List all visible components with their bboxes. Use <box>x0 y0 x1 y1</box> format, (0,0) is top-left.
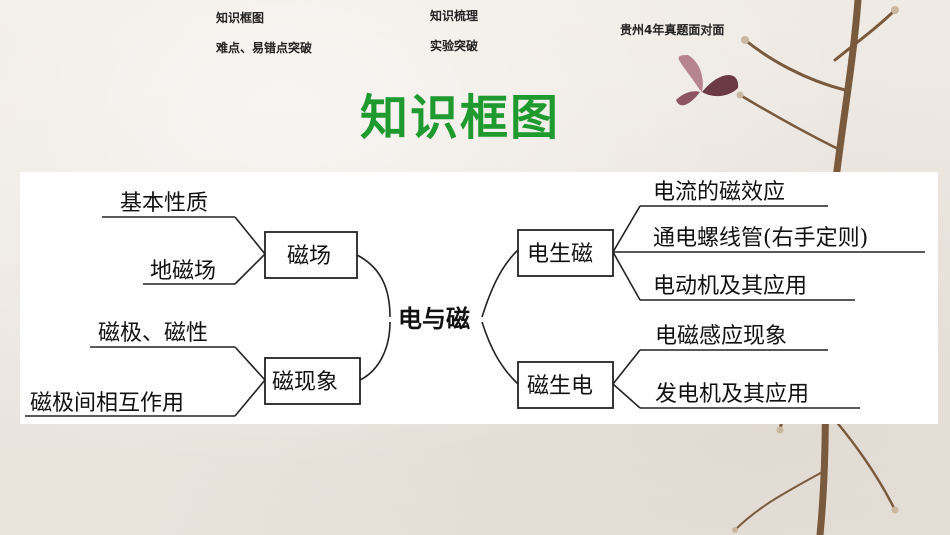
node-magnetic-phenomena <box>264 357 361 405</box>
nav-link-knowledge-framework[interactable]: 知识框图 <box>216 11 265 25</box>
node-magnetism-produces-current <box>517 361 614 409</box>
nav-link-past-exams[interactable]: 贵州4年真题面对面 <box>620 23 725 37</box>
item-basic-property: 基本性质 <box>120 191 208 216</box>
item-earth-magnetic-field: 地磁场 <box>150 259 216 284</box>
label-current-magnetism: 电生磁 <box>527 242 593 267</box>
butterfly-icon <box>676 55 739 106</box>
item-solenoid-right-hand-rule: 通电螺线管(右手定则) <box>653 226 868 251</box>
page-title: 知识框图 <box>360 90 561 146</box>
item-motor-application: 电动机及其应用 <box>653 274 807 299</box>
center-electricity-magnetism: 电与磁 <box>398 305 470 333</box>
item-poles-magnetism: 磁极、磁性 <box>98 321 208 346</box>
label-magnetic-field: 磁场 <box>287 244 331 269</box>
item-generator-application: 发电机及其应用 <box>655 382 809 407</box>
nav-link-knowledge-review[interactable]: 知识梳理 <box>430 9 479 23</box>
nav-link-experiment-breakthrough[interactable]: 实验突破 <box>430 39 479 53</box>
item-magnetic-effect-of-current: 电流的磁效应 <box>653 180 785 205</box>
nav-link-difficulty-breakthrough[interactable]: 难点、易错点突破 <box>216 41 313 55</box>
label-magnetism-current: 磁生电 <box>527 374 593 399</box>
item-pole-interaction: 磁极间相互作用 <box>30 391 184 416</box>
knowledge-diagram: 基本性质 地磁场 磁极、磁性 磁极间相互作用 磁场 磁现象 电与磁 电生磁 磁生… <box>20 172 938 424</box>
diagram-svg: 基本性质 地磁场 磁极、磁性 磁极间相互作用 磁场 磁现象 电与磁 电生磁 磁生… <box>25 180 925 417</box>
node-current-produces-magnetism <box>517 229 614 277</box>
item-electromagnetic-induction: 电磁感应现象 <box>655 324 787 349</box>
node-magnetic-field <box>264 231 358 279</box>
label-magnetic-phenomena: 磁现象 <box>272 370 338 395</box>
